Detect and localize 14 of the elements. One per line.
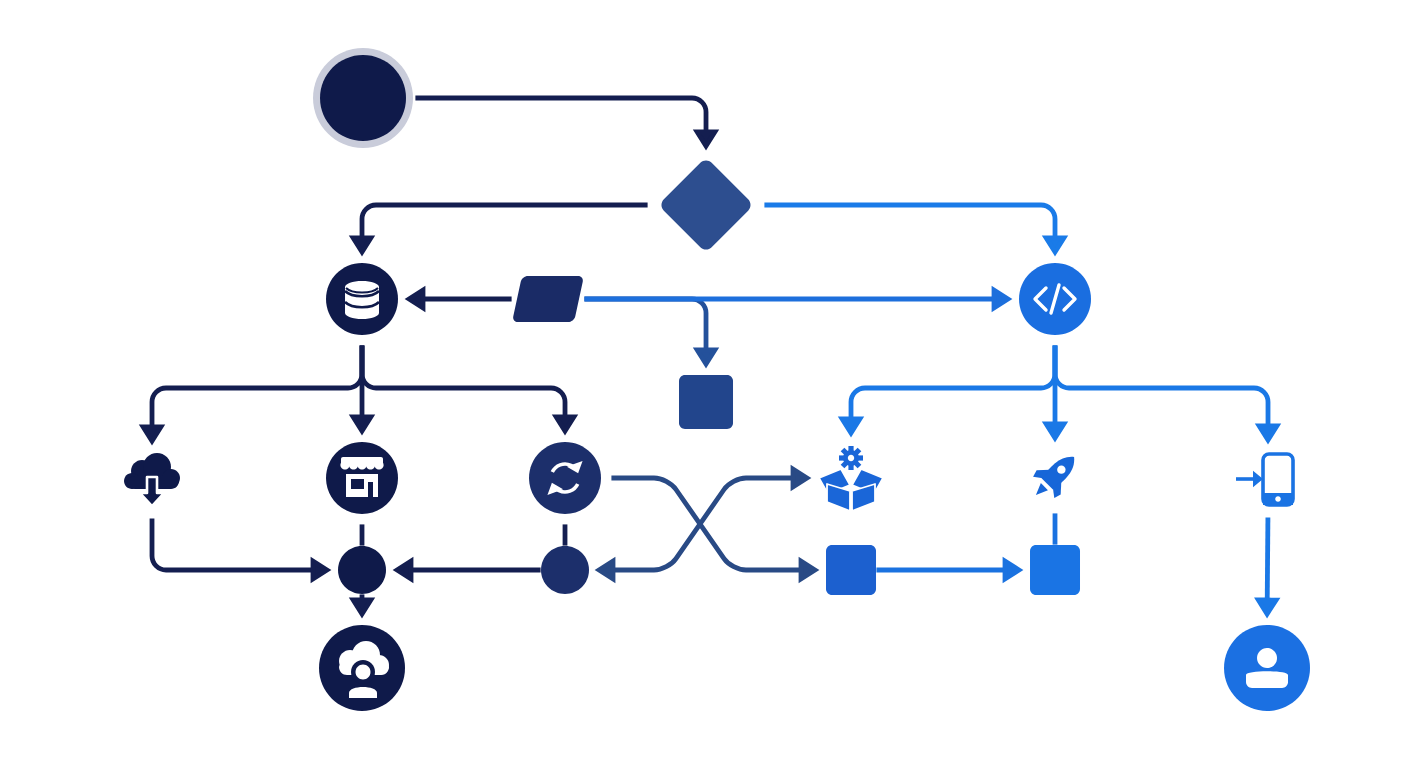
start-circle (313, 48, 413, 148)
junction-dot (541, 546, 589, 594)
connector-line (562, 524, 568, 546)
process-square (826, 545, 876, 595)
process-square (679, 375, 733, 429)
package-gear-icon (818, 446, 884, 512)
junction-dot (338, 546, 386, 594)
rocket-icon (1033, 456, 1075, 498)
phone-arrow-icon (1236, 452, 1295, 507)
process-square (1030, 545, 1080, 595)
connector-line (1052, 513, 1058, 545)
decision-diamond (661, 160, 751, 250)
connector-line (359, 524, 365, 546)
parallelogram (513, 276, 583, 322)
